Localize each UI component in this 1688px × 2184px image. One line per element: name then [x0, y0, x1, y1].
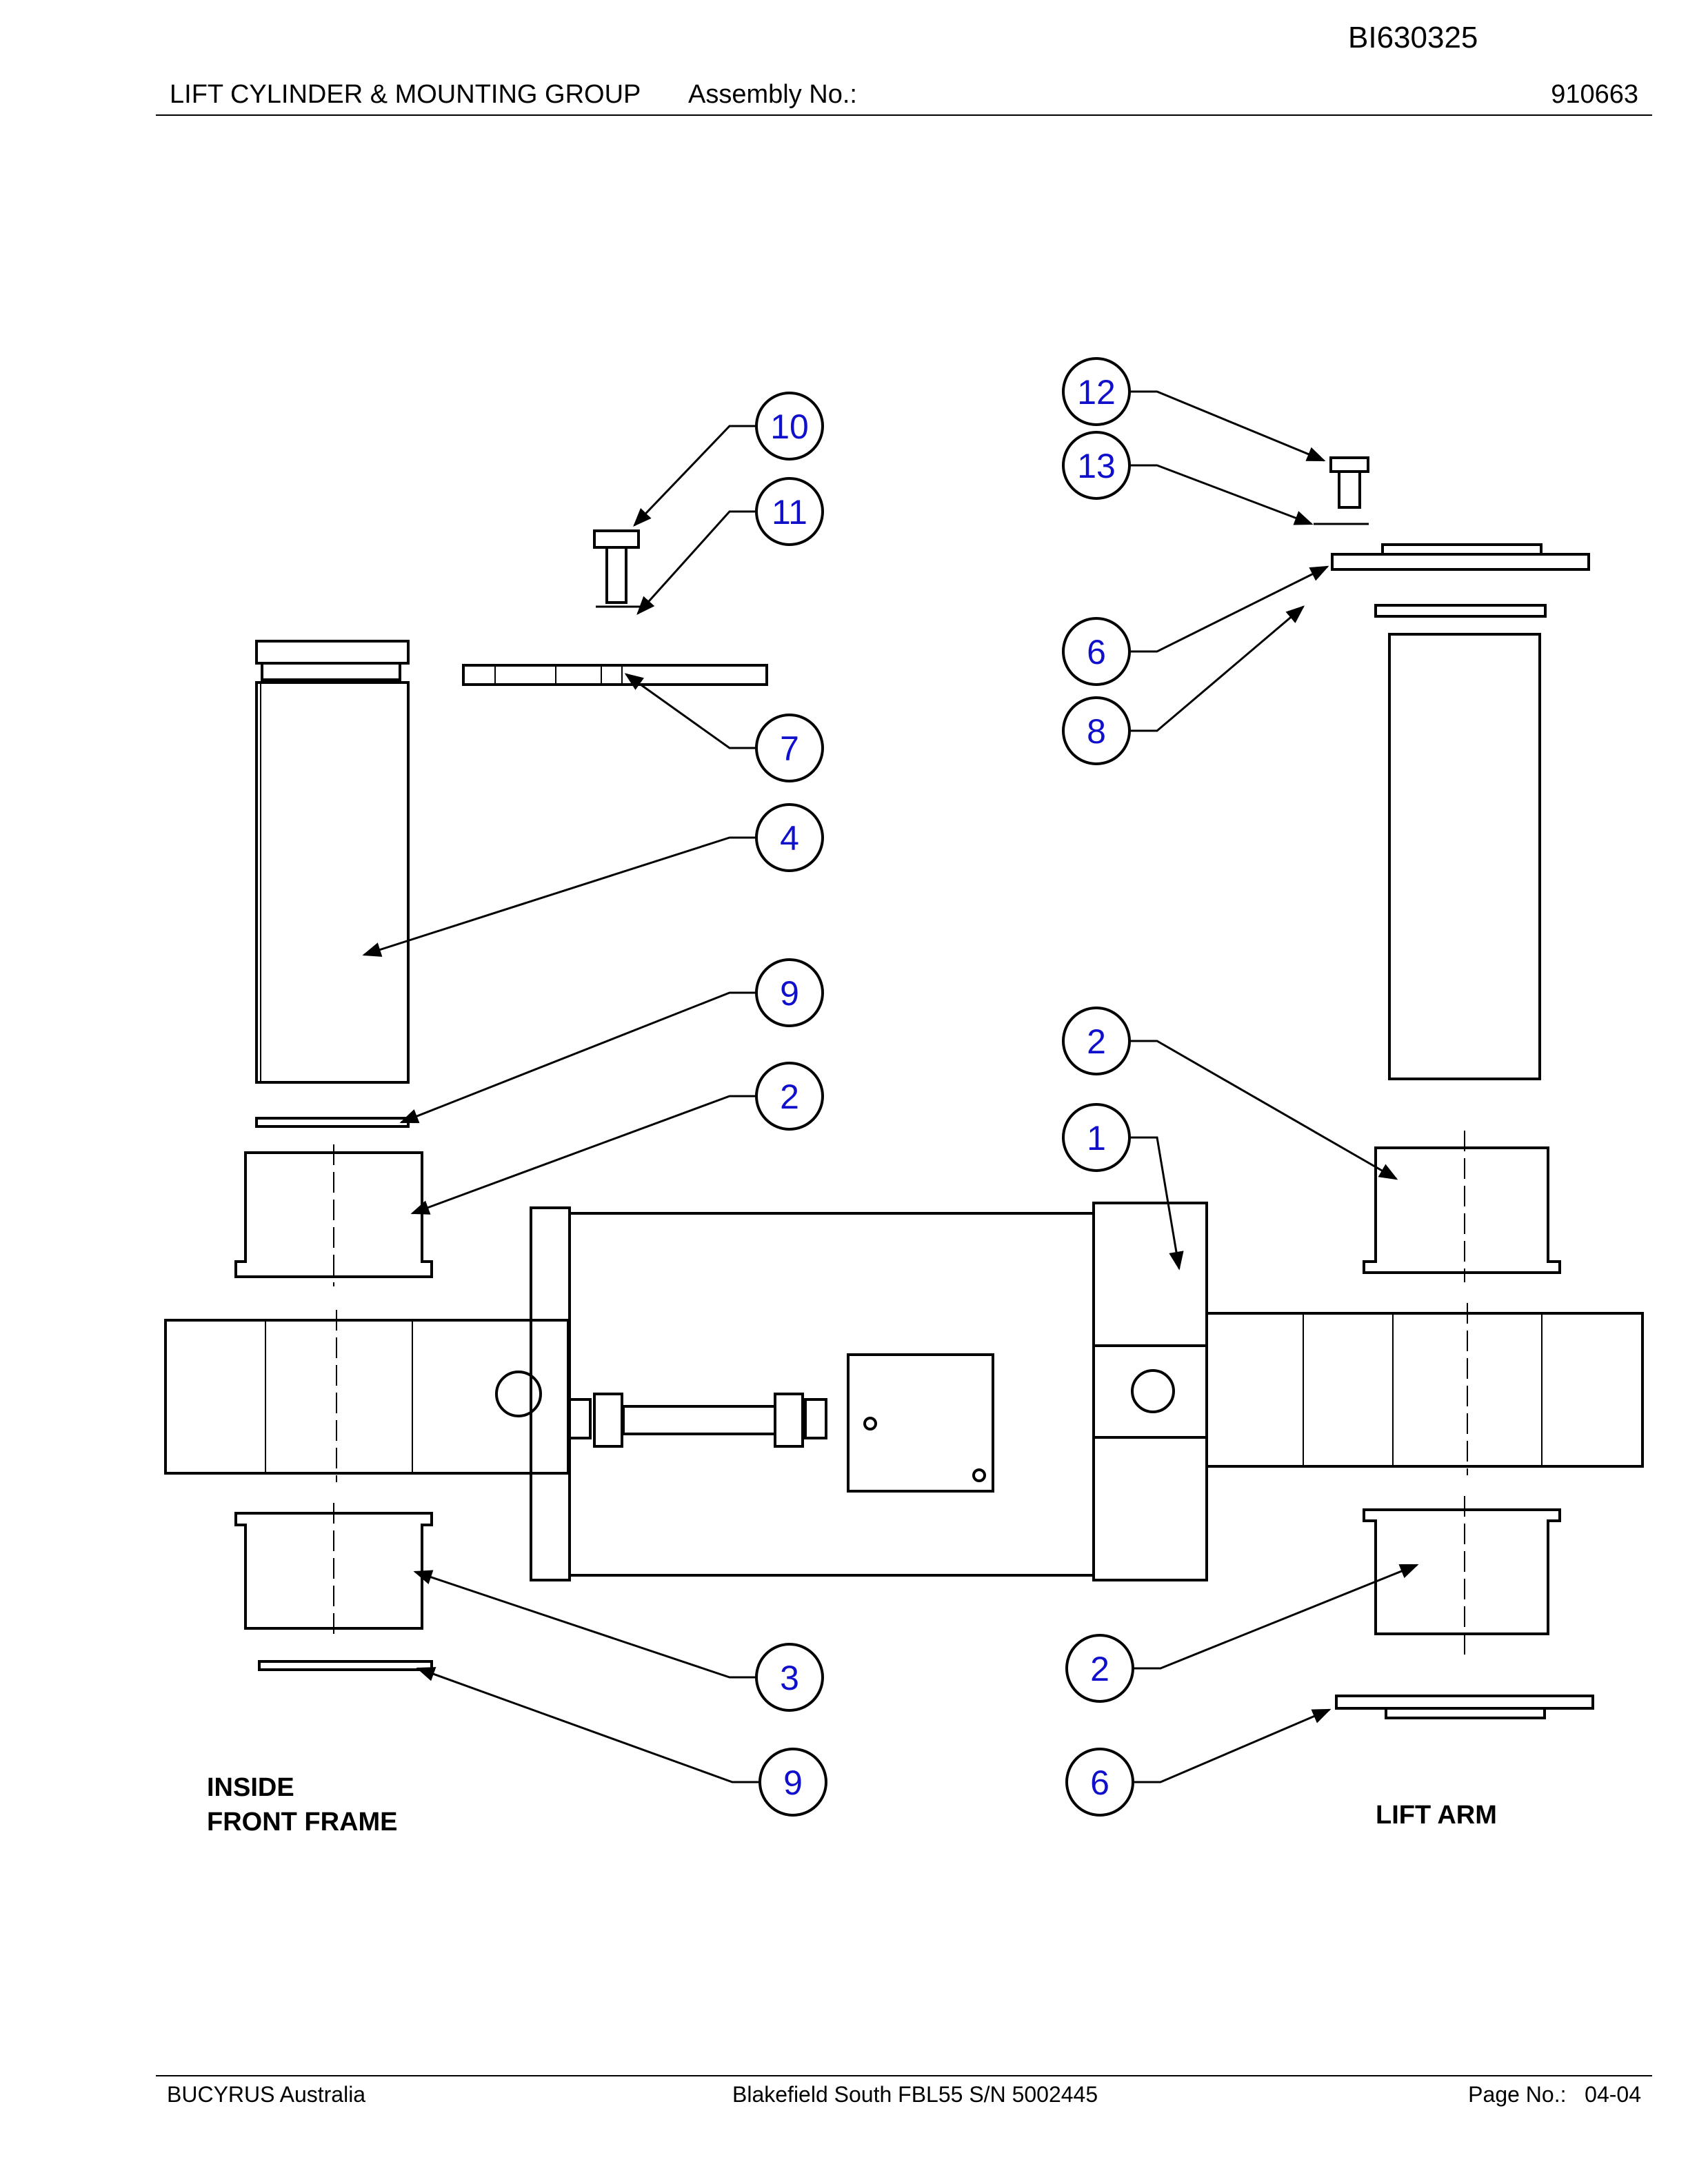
- footer-company: BUCYRUS Australia: [167, 2082, 366, 2107]
- page-number-label: Page No.:: [1468, 2082, 1567, 2107]
- right-shim-part-8: [1374, 604, 1547, 618]
- callout-6-upper: 6: [1087, 633, 1106, 671]
- caption-lift-arm: LIFT ARM: [1376, 1801, 1497, 1830]
- shim-part-9-lower: [258, 1660, 433, 1671]
- callout-10: 10: [770, 407, 809, 446]
- left-lower-bushing-part-3: [234, 1503, 433, 1641]
- page-number: 04-04: [1585, 2082, 1641, 2107]
- callout-4: 4: [780, 819, 799, 858]
- caption-front-frame: FRONT FRAME: [207, 1808, 398, 1837]
- page-header: LIFT CYLINDER & MOUNTING GROUP Assembly …: [156, 77, 1652, 116]
- assembly-number-label: Assembly No.:: [688, 80, 857, 109]
- right-lower-plate-part-6: [1335, 1695, 1594, 1719]
- callout-9-lower: 9: [783, 1763, 803, 1802]
- footer-page: Page No.: 04-04: [1468, 2082, 1641, 2107]
- left-pin-part-4: [255, 640, 410, 1084]
- lift-cylinder-part-1: [530, 1202, 1208, 1581]
- right-upper-bushing: [1363, 1131, 1561, 1282]
- assembly-title: LIFT CYLINDER & MOUNTING GROUP: [170, 80, 641, 109]
- callout-7: 7: [780, 729, 799, 768]
- left-boss-block: [164, 1310, 570, 1482]
- callout-13: 13: [1077, 447, 1116, 485]
- left-upper-bushing: [234, 1144, 433, 1286]
- callout-2-right-lower: 2: [1090, 1650, 1109, 1688]
- callout-2-right-upper: 2: [1087, 1022, 1106, 1061]
- right-pin: [1388, 633, 1541, 1080]
- callout-2-left: 2: [780, 1078, 799, 1116]
- callout-11: 11: [772, 493, 807, 532]
- footer-machine: Blakefield South FBL55 S/N 5002445: [732, 2082, 1098, 2107]
- right-bolt-part-12: [1314, 456, 1369, 525]
- document-id: BI630325: [1348, 21, 1478, 54]
- callout-8: 8: [1087, 712, 1106, 751]
- callout-12: 12: [1077, 373, 1116, 412]
- shim-part-9-upper: [255, 1117, 410, 1128]
- callout-1: 1: [1087, 1119, 1106, 1157]
- callout-6-lower: 6: [1090, 1763, 1109, 1802]
- plate-part-7: [462, 664, 768, 686]
- right-plate-part-6: [1331, 543, 1590, 571]
- assembly-number: 910663: [1551, 80, 1638, 109]
- page-footer: BUCYRUS Australia Blakefield South FBL55…: [156, 2075, 1652, 2107]
- right-boss-block: [1205, 1303, 1644, 1475]
- callout-3: 3: [780, 1659, 799, 1697]
- right-lower-bushing: [1363, 1496, 1561, 1655]
- left-bolt-part-10: [593, 529, 641, 608]
- caption-inside: INSIDE: [207, 1773, 294, 1802]
- callout-9-upper: 9: [780, 974, 799, 1013]
